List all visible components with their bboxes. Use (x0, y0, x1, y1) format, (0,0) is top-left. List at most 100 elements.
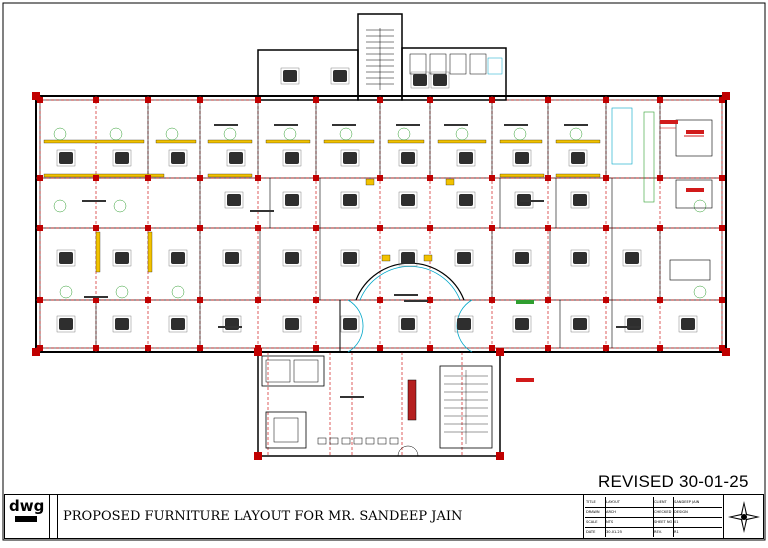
column (145, 175, 151, 181)
corner-column (496, 452, 504, 460)
corner-column (722, 92, 730, 100)
dwg-logo: dwg (9, 498, 44, 535)
column (489, 345, 495, 351)
compass-divider (723, 495, 724, 538)
title-block-cell: DESIGN (674, 510, 688, 514)
column (93, 345, 99, 351)
column (603, 225, 609, 231)
column (255, 97, 261, 103)
corner-column (496, 348, 504, 356)
title-block-cell: SCALE (586, 520, 598, 524)
room-label-mark (82, 200, 106, 202)
room-label-mark (84, 296, 108, 298)
corner-column (32, 348, 40, 356)
column (545, 175, 551, 181)
workstation-chair-icon (222, 315, 242, 333)
workstation-chair-icon (398, 191, 418, 209)
column (313, 175, 319, 181)
title-block-cell: ARCH (606, 510, 616, 514)
workstation-chair-icon (224, 191, 244, 209)
column (377, 97, 383, 103)
planter (693, 285, 707, 299)
corner-column (32, 92, 40, 100)
title-block-cell: CLIENT (654, 500, 667, 504)
workstation-chair-icons (56, 67, 698, 333)
desk-strip (95, 231, 101, 273)
revision-note: REVISED 30-01-25 (598, 472, 749, 491)
workstation-chair-icon (56, 249, 76, 267)
workstation-chair-icon (112, 315, 132, 333)
workstation-chair-icon (512, 315, 532, 333)
workstation-chair-icon (168, 249, 188, 267)
workstation-chair-icon (398, 315, 418, 333)
fixture (423, 254, 433, 262)
column (603, 345, 609, 351)
upper-projections (257, 13, 507, 101)
desk-strip (499, 173, 545, 178)
title-divider (49, 495, 50, 538)
fixture (365, 178, 375, 186)
workstation-chair-icon (454, 315, 474, 333)
column (313, 225, 319, 231)
planter (53, 199, 67, 213)
planter (165, 127, 179, 141)
planter (569, 127, 583, 141)
column (313, 297, 319, 303)
cabin-partitions (95, 100, 661, 348)
planters (53, 127, 707, 299)
desk-strips (43, 139, 601, 273)
workstation-chair-icon (282, 191, 302, 209)
column (427, 175, 433, 181)
column (377, 345, 383, 351)
workstation-chair-icon (168, 315, 188, 333)
planter (397, 127, 411, 141)
workstation-chair-icon (430, 71, 450, 89)
column (197, 225, 203, 231)
column (489, 225, 495, 231)
column (719, 175, 725, 181)
column (93, 97, 99, 103)
planter (513, 127, 527, 141)
workstation-chair-icon (56, 149, 76, 167)
column (427, 225, 433, 231)
accent-mark (516, 378, 534, 382)
column (489, 97, 495, 103)
desk-strip (323, 139, 375, 144)
workstation-chair-icon (226, 149, 246, 167)
workstation-chair-icon (512, 249, 532, 267)
corner-column (254, 348, 262, 356)
room-label-mark (340, 396, 364, 398)
right-wing-details (611, 107, 713, 281)
column (37, 225, 43, 231)
workstation-chair-icon (624, 315, 644, 333)
desk-strip (43, 173, 165, 178)
column (377, 297, 383, 303)
column (197, 175, 203, 181)
room-label-mark (394, 294, 418, 296)
room-label-mark (504, 124, 528, 126)
columns (32, 92, 730, 460)
workstation-chair-icon (282, 149, 302, 167)
workstation-chair-icon (454, 249, 474, 267)
room-label-mark (332, 124, 356, 126)
structural-grid (36, 96, 726, 456)
desk-strip (555, 173, 601, 178)
desk-strip (555, 139, 601, 144)
room-label-mark (250, 210, 274, 212)
workstation-chair-icon (456, 191, 476, 209)
room-label-mark (404, 300, 428, 302)
title-block-cell: CHECKED (654, 510, 672, 514)
workstation-chair-icon (570, 315, 590, 333)
column (719, 297, 725, 303)
column (545, 225, 551, 231)
workstation-chair-icon (56, 315, 76, 333)
column (603, 97, 609, 103)
column (545, 345, 551, 351)
accent-mark (686, 130, 704, 134)
title-block-cell: NTS (606, 520, 614, 524)
entrance-block (257, 351, 501, 457)
title-block-cell: REV. (654, 530, 662, 534)
room-label-mark (444, 124, 468, 126)
column (719, 225, 725, 231)
